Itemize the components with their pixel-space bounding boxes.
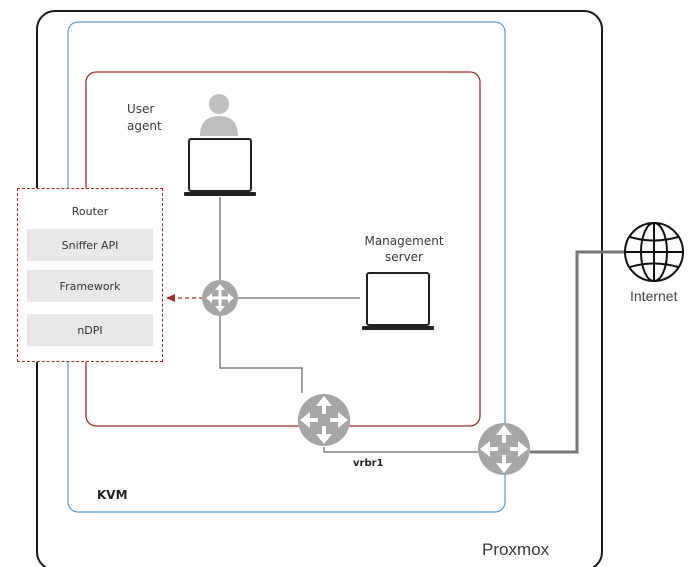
user-laptop-icon [184, 138, 256, 196]
management-label-line2: server [385, 250, 423, 264]
switch-icon [202, 280, 238, 316]
ndpi-layer: nDPI [27, 314, 153, 346]
framework-layer: Framework [27, 270, 153, 302]
link-router1-to-router2 [323, 447, 478, 453]
management-server-label: Management server [357, 233, 451, 265]
sniffer-api-layer: Sniffer API [27, 229, 153, 261]
user-agent-label-line2: agent [127, 119, 162, 133]
gateway-router-icon [478, 423, 530, 475]
link-switch-to-router1 [219, 316, 303, 393]
management-laptop-icon [362, 272, 434, 330]
user-agent-label: User agent [127, 101, 162, 135]
link-router2-to-internet [530, 250, 624, 454]
router-panel: Router Sniffer API Framework nDPI [17, 188, 163, 362]
vrbr1-label: vrbr1 [353, 458, 384, 469]
management-label-line1: Management [364, 234, 444, 248]
internet-label: Internet [630, 288, 678, 304]
user-person-icon [200, 94, 238, 136]
globe-icon [624, 222, 684, 282]
router-panel-title: Router [71, 205, 109, 218]
sniff-arrow-head [166, 294, 175, 302]
proxmox-label: Proxmox [482, 540, 550, 559]
user-agent-label-line1: User [127, 102, 155, 116]
kvm-label: KVM [97, 488, 128, 502]
router-icon [298, 394, 350, 446]
